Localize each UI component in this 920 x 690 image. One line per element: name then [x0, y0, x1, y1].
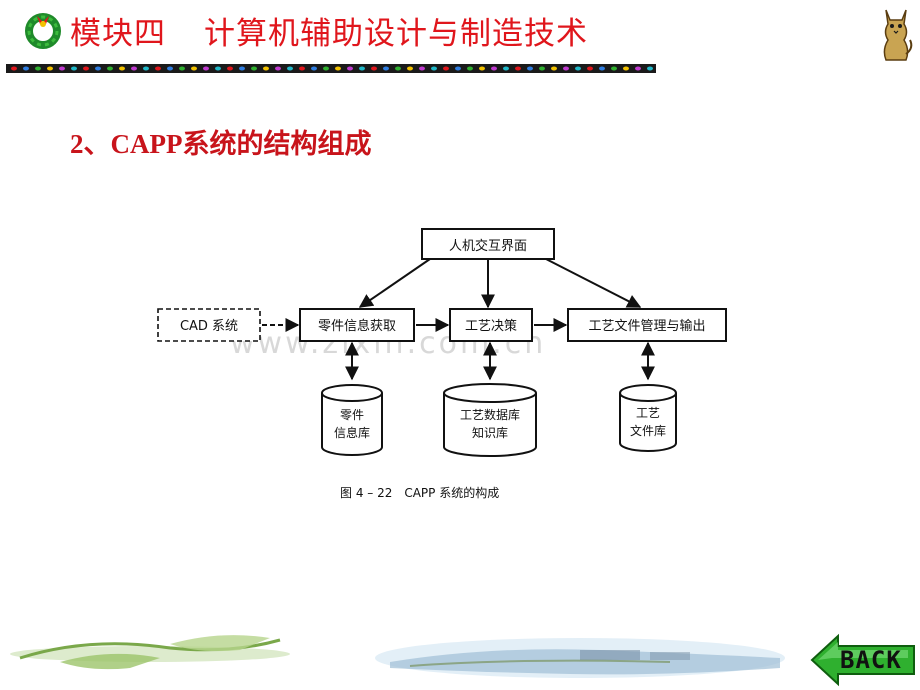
hci-box — [421, 228, 555, 260]
divider-dot — [35, 66, 41, 71]
landscape-decoration — [375, 638, 785, 678]
divider-dot — [203, 66, 209, 71]
decision-box — [449, 308, 533, 342]
divider-dot — [47, 66, 53, 71]
divider-dot — [191, 66, 197, 71]
divider-dot — [11, 66, 17, 71]
divider-dot — [59, 66, 65, 71]
module-label: 模块四 — [70, 16, 166, 52]
slide-header: 模块四 计算机辅助设计与制造技术 — [70, 8, 588, 53]
divider-dot — [359, 66, 365, 71]
header-divider — [6, 64, 656, 73]
doc-db-line1: 工艺 — [636, 406, 660, 420]
part-db-cylinder: 零件 信息库 — [321, 384, 383, 456]
divider-dot — [287, 66, 293, 71]
divider-dot — [647, 66, 653, 71]
divider-dot — [143, 66, 149, 71]
divider-dot — [539, 66, 545, 71]
arrow-hci-to-output — [545, 258, 642, 308]
doc-db-line2: 文件库 — [630, 423, 666, 438]
divider-dot — [371, 66, 377, 71]
divider-dot — [251, 66, 257, 71]
output-label: 工艺文件管理与输出 — [588, 318, 705, 334]
process-db-cylinder: 工艺数据库 知识库 — [443, 383, 537, 457]
part-db-line1: 零件 — [340, 408, 364, 422]
divider-dot — [71, 66, 77, 71]
divider-dot — [575, 66, 581, 71]
divider-dot — [227, 66, 233, 71]
part-info-label: 零件信息获取 — [318, 318, 396, 334]
divider-dot — [299, 66, 305, 71]
divider-dot — [119, 66, 125, 71]
divider-dot — [635, 66, 641, 71]
capp-structure-diagram: www.zixin.com.cn 人机交互界面 CAD 系统 零件信息获取 工艺… — [157, 228, 727, 500]
divider-dot — [407, 66, 413, 71]
divider-dot — [107, 66, 113, 71]
cat-mascot-icon — [883, 9, 913, 61]
divider-dot — [611, 66, 617, 71]
divider-dot — [395, 66, 401, 71]
divider-dot — [347, 66, 353, 71]
divider-dot — [587, 66, 593, 71]
divider-dot — [383, 66, 389, 71]
output-box — [567, 308, 727, 342]
wreath-icon — [25, 13, 61, 49]
decision-label: 工艺决策 — [465, 318, 517, 334]
divider-dot — [131, 66, 137, 71]
divider-dot — [215, 66, 221, 71]
module-title: 计算机辅助设计与制造技术 — [204, 16, 588, 52]
divider-dot — [179, 66, 185, 71]
divider-dot — [443, 66, 449, 71]
divider-dot — [431, 66, 437, 71]
divider-dot — [155, 66, 161, 71]
divider-dot — [479, 66, 485, 71]
divider-dot — [95, 66, 101, 71]
divider-dot — [83, 66, 89, 71]
divider-dot — [515, 66, 521, 71]
hci-label: 人机交互界面 — [449, 238, 527, 254]
process-db-line1: 工艺数据库 — [460, 407, 520, 422]
divider-dot — [503, 66, 509, 71]
divider-dot — [467, 66, 473, 71]
doc-db-cylinder: 工艺 文件库 — [619, 384, 677, 452]
divider-dot — [275, 66, 281, 71]
diagram-caption: 图 4 – 22 CAPP 系统的构成 — [340, 485, 499, 500]
divider-dot — [263, 66, 269, 71]
back-arrow-icon[interactable] — [808, 632, 918, 688]
divider-dot — [551, 66, 557, 71]
divider-dot — [623, 66, 629, 71]
section-title: 2、CAPP系统的结构组成 — [70, 129, 372, 159]
cad-label: CAD 系统 — [180, 319, 238, 334]
divider-dot — [167, 66, 173, 71]
divider-dot — [419, 66, 425, 71]
divider-dot — [311, 66, 317, 71]
part-info-box — [299, 308, 415, 342]
part-db-line2: 信息库 — [334, 425, 370, 440]
divider-dot — [563, 66, 569, 71]
divider-dot — [335, 66, 341, 71]
divider-dot — [491, 66, 497, 71]
cad-box — [157, 308, 261, 342]
divider-dot — [23, 66, 29, 71]
process-db-line2: 知识库 — [472, 425, 508, 440]
leaf-decoration — [10, 635, 290, 670]
divider-dot — [599, 66, 605, 71]
divider-dot — [323, 66, 329, 71]
divider-dot — [239, 66, 245, 71]
arrow-hci-to-part — [358, 258, 431, 308]
divider-dot — [527, 66, 533, 71]
back-button[interactable]: BACK — [840, 646, 902, 674]
divider-dot — [455, 66, 461, 71]
